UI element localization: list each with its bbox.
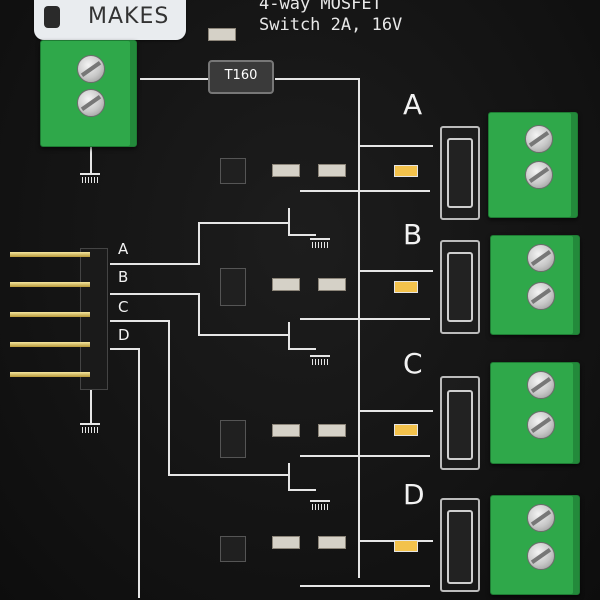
logo-plate: MAKES [34,0,186,40]
mosfet-symbol-icon [288,208,316,236]
transistor [220,536,246,562]
resistor [272,164,300,177]
header-pin [10,312,90,317]
output-terminal-c [490,362,580,464]
screw-icon [525,125,553,153]
header-pin [10,252,90,257]
led [394,424,418,436]
diode-clip [440,376,480,470]
output-terminal-a [488,112,578,218]
trace [110,320,170,322]
trace [138,348,140,598]
ground-symbol-icon [310,355,330,367]
screw-icon [527,542,555,570]
resistor [318,164,346,177]
screw-icon [527,371,555,399]
trace [358,78,360,578]
logo-icon [44,6,60,28]
ground-symbol-icon [80,173,100,185]
output-terminal-b [490,235,580,335]
screw-icon [77,55,105,83]
board-title: 4-way MOSFET Switch 2A, 16V [259,0,403,35]
mosfet-symbol-icon [288,463,316,491]
pin-header [80,248,108,390]
screw-icon [77,89,105,117]
resistor [318,536,346,549]
trace [358,270,433,272]
pin-label-a: A [118,240,129,258]
ground-symbol-icon [310,500,330,512]
trace [358,410,433,412]
led [394,281,418,293]
transistor [220,420,246,458]
trace [140,78,210,80]
channel-label-d: D [403,478,425,511]
screw-icon [525,161,553,189]
resistor [272,424,300,437]
trace [300,585,430,587]
pin-label-d: D [118,326,130,344]
trace [110,293,200,295]
trace [168,474,288,476]
screw-icon [527,411,555,439]
trace [358,145,433,147]
resistor [318,424,346,437]
led [394,540,418,552]
trace [90,145,92,173]
trace [198,222,200,265]
ground-symbol-icon [80,423,100,435]
screw-icon [527,282,555,310]
ground-symbol-icon [310,238,330,250]
logo-text: MAKES [88,4,170,29]
resistor [208,28,236,41]
diode-clip [440,126,480,220]
trace [300,455,430,457]
trace [300,318,430,320]
pin-label-c: C [118,298,129,316]
output-terminal-d [490,495,580,595]
trace [110,263,200,265]
channel-label-b: B [403,218,423,251]
screw-icon [527,504,555,532]
diode [447,390,473,460]
trace [275,78,360,80]
diode-clip [440,498,480,592]
resistor [272,278,300,291]
trace [300,190,430,192]
pin-label-b: B [118,268,129,286]
header-pin [10,282,90,287]
channel-label-c: C [403,347,423,380]
led [394,165,418,177]
mosfet-symbol-icon [288,322,316,350]
trace [198,222,288,224]
diode [447,510,473,584]
resistor [318,278,346,291]
diode-clip [440,240,480,334]
power-input-terminal [40,40,137,147]
header-pin [10,342,90,347]
transistor [220,158,246,184]
trace [90,385,92,423]
diode [447,138,473,208]
header-pin [10,372,90,377]
transistor [220,268,246,306]
trace [110,348,140,350]
trace [198,293,200,336]
fuse: T160 [208,60,274,94]
diode [447,252,473,322]
screw-icon [527,244,555,272]
channel-label-a: A [403,88,423,121]
resistor [272,536,300,549]
trace [168,320,170,475]
trace [198,334,288,336]
